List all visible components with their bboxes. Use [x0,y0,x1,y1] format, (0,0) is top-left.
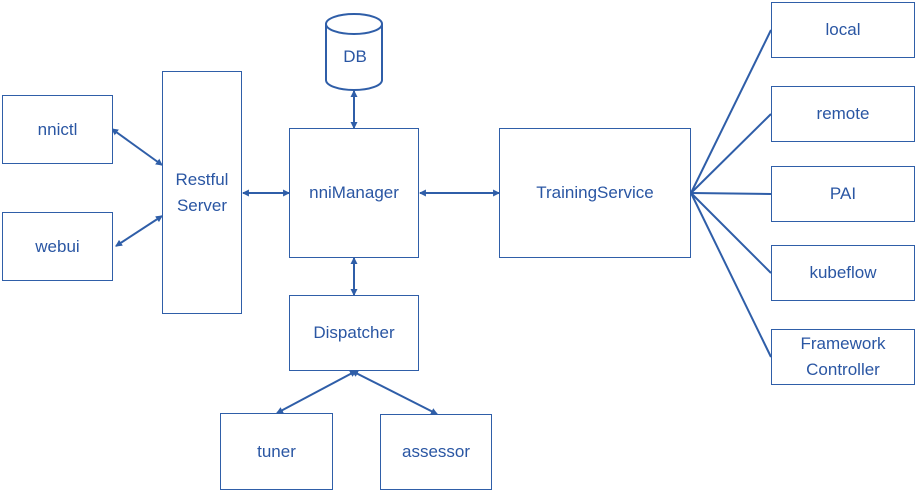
arrow-dispatcher-tuner [276,370,357,414]
nnimanager-box: nniManager [289,128,419,258]
arrow-dispatcher-assessor [351,370,438,415]
dispatcher-label: Dispatcher [313,323,395,342]
line-training-local [690,29,772,194]
remote-label: remote [816,104,870,123]
line-training-remote [690,113,772,194]
nnimanager-label: nniManager [309,183,399,202]
webui-label: webui [35,236,80,256]
nnictl-label: nnictl [37,119,78,139]
remote-box: remote [771,86,915,142]
kubeflow-box: kubeflow [771,245,915,301]
framework-controller-box: Framework Controller [771,329,915,385]
pai-label: PAI [829,184,857,203]
kubeflow-label: kubeflow [809,263,877,282]
restful-server-label: Restful Server [175,169,229,215]
local-label: local [825,20,861,39]
arrow-webui-restful [115,215,163,247]
assessor-label: assessor [401,442,471,461]
tuner-label: tuner [257,441,296,461]
tuner-box: tuner [220,413,333,490]
db-cylinder-icon [325,13,383,91]
training-service-box: TrainingService [499,128,691,258]
pai-box: PAI [771,166,915,222]
line-training-framework [690,192,772,358]
restful-server-box: Restful Server [162,71,242,314]
framework-controller-label: Framework Controller [800,334,886,379]
db-label: DB [343,47,367,66]
assessor-box: assessor [380,414,492,490]
dispatcher-box: Dispatcher [289,295,419,371]
webui-box: webui [2,212,113,281]
local-box: local [771,2,915,58]
nnictl-box: nnictl [2,95,113,164]
training-service-label: TrainingService [536,183,654,202]
arrow-nnictl-restful [111,128,163,166]
line-training-pai [690,192,772,195]
db-node: DB [325,13,385,91]
line-training-kubeflow [690,192,772,274]
